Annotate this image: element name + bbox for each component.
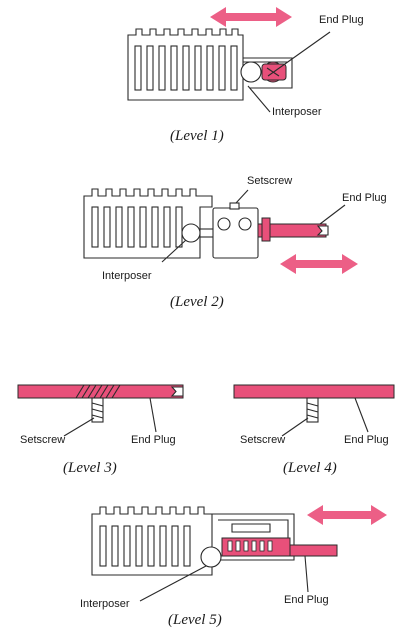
interposer-ball xyxy=(240,61,262,83)
end-plug-label: End Plug xyxy=(342,192,387,204)
end-plug-label: End Plug xyxy=(131,434,176,446)
end-plug-rod xyxy=(289,544,338,557)
end-plug-label: End Plug xyxy=(319,14,364,26)
setscrew-block xyxy=(212,207,259,259)
level-5-caption: (Level 5) xyxy=(168,612,222,628)
comb-slots xyxy=(99,525,191,567)
level-4-panel: Setscrew End Plug (Level 4) xyxy=(233,384,395,476)
setscrew-label: Setscrew xyxy=(247,175,292,187)
setscrew-label: Setscrew xyxy=(240,434,285,446)
double-arrow-icon xyxy=(307,505,387,525)
double-arrow-icon xyxy=(280,254,358,274)
end-plug-label: End Plug xyxy=(284,594,329,606)
level-4-caption: (Level 4) xyxy=(283,460,337,476)
level-2-caption: (Level 2) xyxy=(170,294,224,310)
level-2-panel: Setscrew End Plug Interposer (Level 2) xyxy=(83,175,387,310)
level-3-panel: Setscrew End Plug (Level 3) xyxy=(17,384,184,476)
level-3-caption: (Level 3) xyxy=(63,460,117,476)
level-1-caption: (Level 1) xyxy=(170,128,224,144)
interposer-ball xyxy=(181,223,201,243)
rod-threads xyxy=(75,384,121,399)
comb-body xyxy=(91,506,213,576)
comb-body xyxy=(83,188,213,259)
interposer-ball xyxy=(200,546,222,568)
comb-slots xyxy=(134,45,238,91)
comb-body xyxy=(127,28,244,101)
setscrew xyxy=(229,202,240,210)
end-plug-label: End Plug xyxy=(344,434,389,446)
level-5-panel: Interposer End Plug (Level 5) xyxy=(80,505,387,628)
interposer-label: Interposer xyxy=(102,270,152,282)
interposer-label: Interposer xyxy=(272,106,322,118)
double-arrow-icon xyxy=(210,7,292,27)
interposer-label: Interposer xyxy=(80,598,130,610)
end-plug-rod xyxy=(233,384,395,399)
comb-slots xyxy=(91,206,183,248)
setscrew-label: Setscrew xyxy=(20,434,65,446)
level-1-panel: End Plug Interposer (Level 1) xyxy=(127,7,364,144)
